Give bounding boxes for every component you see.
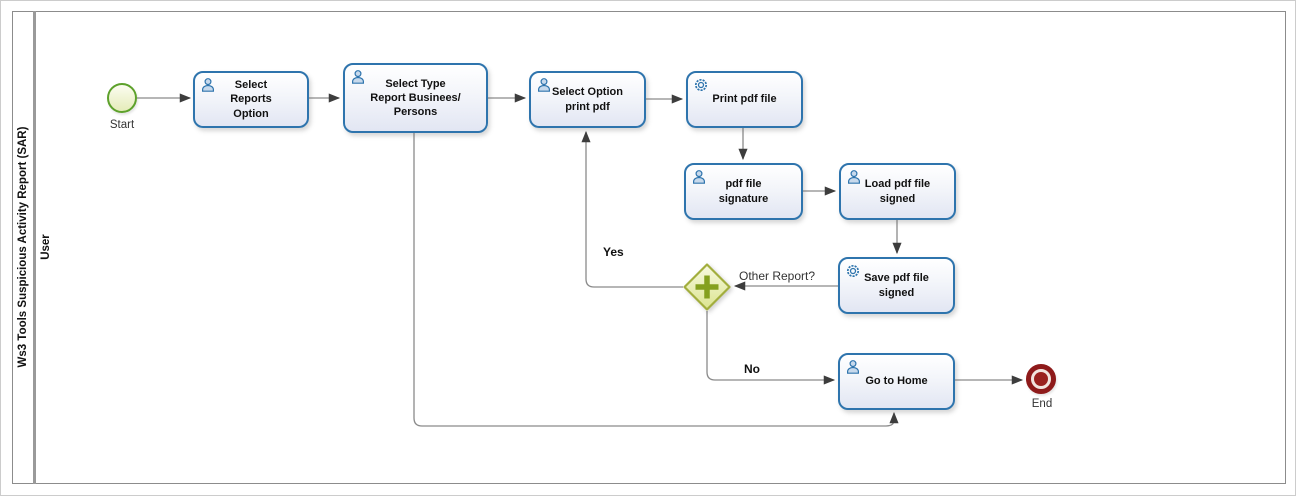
task-select-option-print-pdf[interactable]: Select Option print pdf — [529, 71, 646, 128]
user-icon — [536, 77, 552, 93]
pool-ws3-sar — [12, 11, 1286, 484]
start-event[interactable] — [107, 83, 137, 113]
end-event[interactable] — [1026, 364, 1056, 394]
task-label: Select Reports Option — [230, 79, 272, 120]
user-icon — [846, 169, 862, 185]
task-select-reports-option[interactable]: Select Reports Option — [193, 71, 309, 128]
start-event-label: Start — [109, 119, 135, 131]
task-load-pdf-file-signed[interactable]: Load pdf file signed — [839, 163, 956, 220]
user-icon — [691, 169, 707, 185]
user-icon — [845, 359, 861, 375]
task-pdf-file-signature[interactable]: pdf file signature — [684, 163, 803, 220]
user-icon — [350, 69, 366, 85]
flow-label-yes: Yes — [603, 245, 624, 259]
task-label: pdf file signature — [718, 178, 769, 205]
task-save-pdf-file-signed[interactable]: Save pdf file signed — [838, 257, 955, 314]
end-event-inner-circle — [1034, 372, 1048, 386]
parallel-gateway[interactable] — [683, 263, 731, 311]
task-label: Print pdf file — [712, 93, 777, 106]
task-label: Save pdf file signed — [864, 272, 929, 299]
task-select-type-report[interactable]: Select Type Report Businees/ Persons — [343, 63, 488, 133]
task-label: Go to Home — [865, 375, 928, 388]
user-icon — [200, 77, 216, 93]
flow-label-other-report: Other Report? — [739, 269, 816, 283]
task-go-to-home[interactable]: Go to Home — [838, 353, 955, 410]
task-label: Select Option print pdf — [552, 86, 623, 113]
end-event-label: End — [1031, 398, 1053, 410]
gear-icon — [845, 263, 861, 279]
flow-label-no: No — [744, 362, 760, 376]
pool-title: Ws3 Tools Suspicious Activity Report (SA… — [17, 126, 29, 368]
task-label: Select Type Report Businees/ Persons — [370, 77, 461, 119]
task-label: Load pdf file signed — [864, 178, 931, 205]
gear-icon — [693, 77, 709, 93]
task-print-pdf-file[interactable]: Print pdf file — [686, 71, 803, 128]
lane-title-user: User — [40, 234, 52, 260]
lane-divider — [33, 11, 36, 484]
